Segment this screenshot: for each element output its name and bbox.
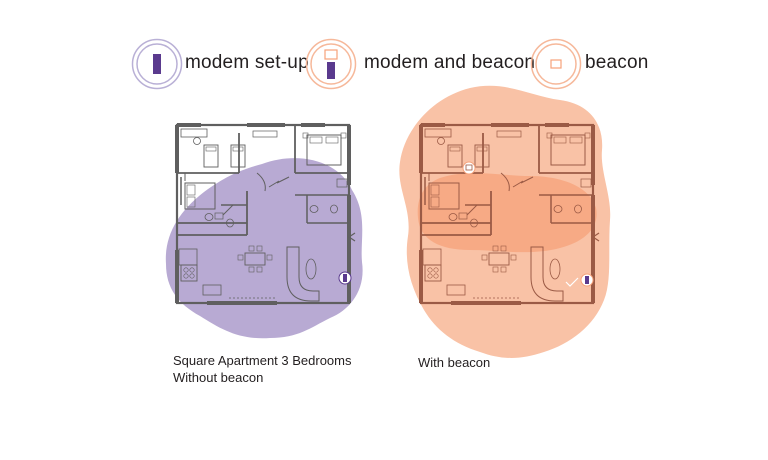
overlap-coverage [417,172,597,253]
modem-coverage-area [165,158,363,339]
caption-without-beacon: Square Apartment 3 Bedrooms Without beac… [173,352,352,386]
modem-marker-left [338,271,352,285]
caption-with-beacon: With beacon [418,355,491,370]
beacon-marker-right [462,161,476,175]
caption-left-line1: Square Apartment 3 Bedrooms [173,353,352,368]
caption-left-line2: Without beacon [173,370,264,385]
beacon-icon [530,38,582,90]
modem-beacon-marker-right [565,273,594,287]
legend-label-beacon: beacon [585,52,649,73]
modem-setup-icon [131,38,183,90]
legend-label-modem-and-beacon: modem and beacon [364,52,536,73]
legend-label-modem-setup: modem set-up [185,52,309,73]
modem-and-beacon-icon [305,38,357,90]
